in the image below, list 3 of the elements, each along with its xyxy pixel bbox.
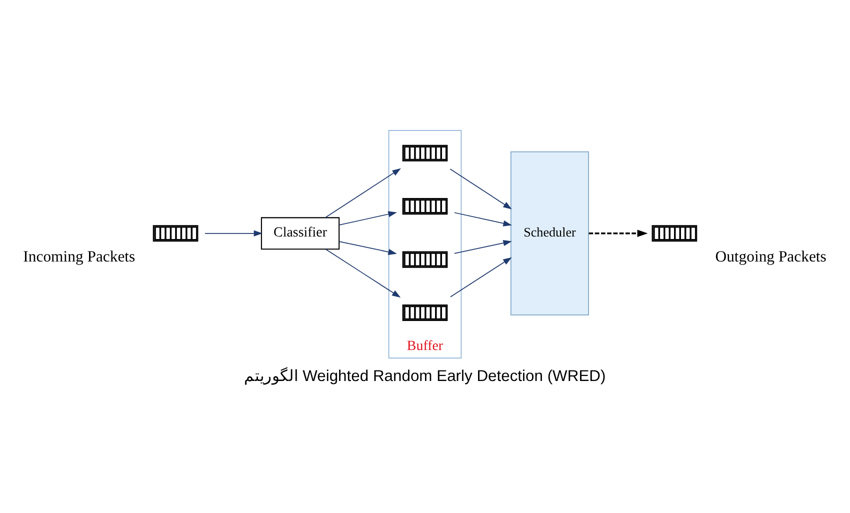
node-label: Incoming Packets: [23, 248, 136, 266]
node-label: Outgoing Packets: [715, 248, 826, 266]
caption: الگوریتم Weighted Random Early Detection (WRED): [244, 368, 606, 386]
